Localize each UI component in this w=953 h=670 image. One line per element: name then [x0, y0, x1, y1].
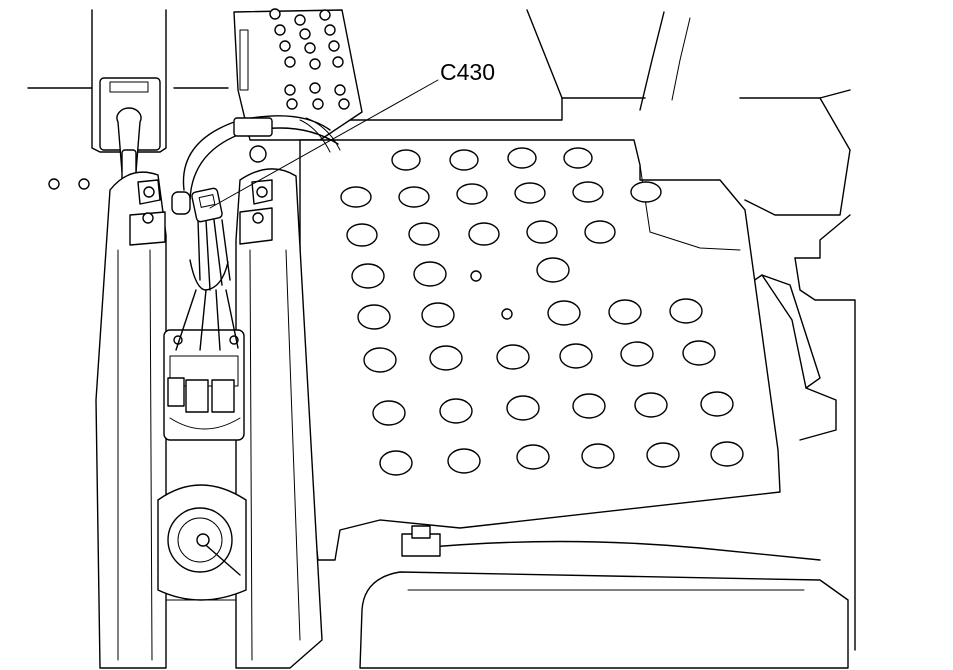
seat-rails	[95, 168, 323, 669]
rear-perforated-bracket	[233, 8, 363, 141]
callout-c430: C430	[209, 59, 495, 209]
fuel-pump-module	[163, 329, 245, 441]
fuel-filler-neck	[157, 484, 247, 601]
floor-panel-holes	[340, 147, 744, 476]
seat-latch-assembly	[48, 9, 167, 190]
connector-c430	[171, 117, 273, 223]
lower-seat-structure	[359, 525, 849, 669]
rail-bolts	[129, 179, 273, 246]
callout-leader-line	[209, 79, 439, 209]
callout-label-c430: C430	[440, 59, 495, 85]
